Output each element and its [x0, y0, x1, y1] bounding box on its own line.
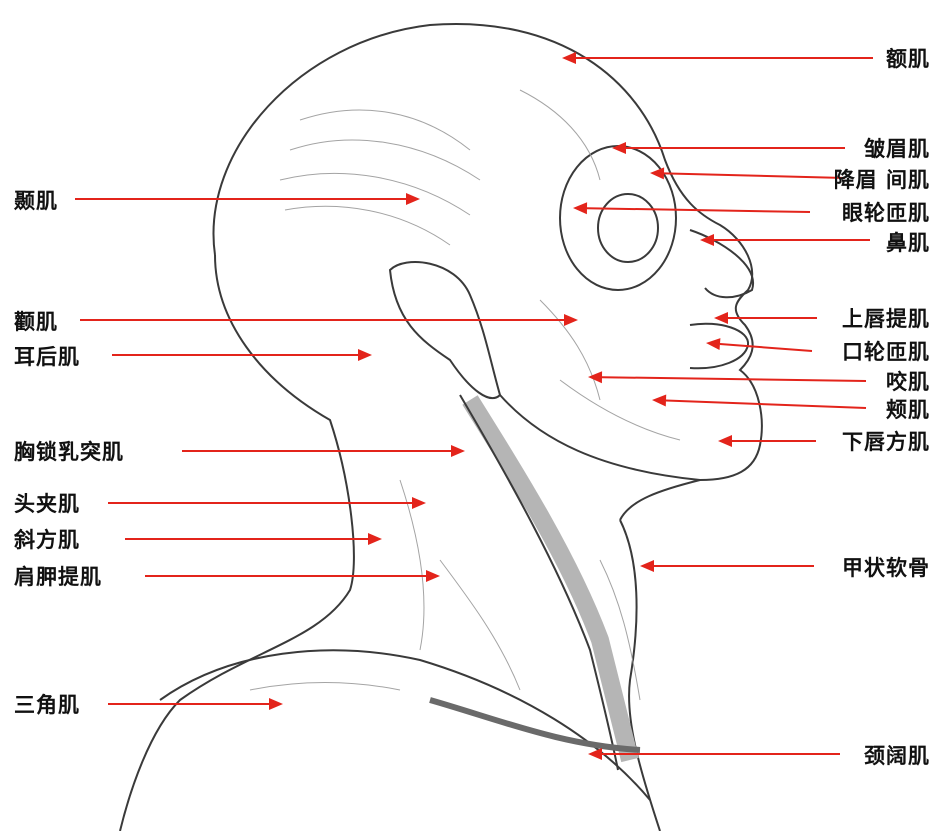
label-corrugator: 皱眉肌	[864, 137, 930, 161]
label-levator-labii: 上唇提肌	[842, 307, 930, 331]
sketch-outline	[120, 24, 762, 831]
arrow-levator-scapulae	[145, 570, 440, 582]
arrow-depressor-labii	[718, 435, 816, 447]
arrow-deltoid	[108, 698, 283, 710]
label-orbicularis-oculi: 眼轮匝肌	[842, 201, 930, 225]
label-procerus: 降眉 间肌	[834, 168, 930, 192]
ear-outline	[390, 262, 500, 398]
arrow-masseter	[588, 371, 866, 383]
arrow-splenius-capitis	[108, 497, 426, 509]
arrow-procerus	[650, 167, 845, 179]
label-trapezius: 斜方肌	[14, 528, 80, 552]
label-splenius-capitis: 头夹肌	[14, 492, 80, 516]
arrow-auricularis-posterior	[112, 349, 372, 361]
label-nasalis: 鼻肌	[886, 231, 930, 255]
head-profile-line	[214, 24, 762, 520]
label-depressor-labii: 下唇方肌	[842, 430, 930, 454]
label-thyroid-cartilage: 甲状软骨	[842, 556, 930, 580]
arrow-orbicularis-oris	[706, 338, 812, 351]
label-levator-scapulae: 肩胛提肌	[14, 565, 102, 589]
sketch-shading	[250, 90, 680, 700]
arrow-levator-labii	[714, 312, 817, 324]
eye	[598, 194, 658, 262]
label-temporalis: 颞肌	[14, 189, 58, 213]
arrow-temporalis	[75, 193, 420, 205]
label-buccinator: 颊肌	[886, 398, 930, 422]
eye-orbit	[560, 146, 676, 290]
arrow-frontalis	[562, 52, 873, 64]
label-masseter: 咬肌	[886, 370, 930, 394]
label-platysma: 颈阔肌	[864, 744, 930, 768]
arrow-trapezius	[125, 533, 382, 545]
label-zygomaticus: 颧肌	[14, 310, 58, 334]
arrow-nasalis	[700, 234, 870, 246]
label-deltoid: 三角肌	[14, 693, 80, 717]
shoulder-line	[160, 650, 650, 800]
label-sternocleidomastoid: 胸锁乳突肌	[14, 440, 124, 464]
label-frontalis: 额肌	[886, 47, 930, 71]
label-orbicularis-oris: 口轮匝肌	[842, 340, 930, 364]
arrow-sternocleidomastoid	[182, 445, 465, 457]
arrow-corrugator	[612, 142, 845, 154]
label-auricularis-posterior: 耳后肌	[14, 345, 80, 369]
neck-back-line	[120, 255, 354, 831]
arrow-zygomaticus	[80, 314, 578, 326]
arrow-thyroid-cartilage	[640, 560, 814, 572]
